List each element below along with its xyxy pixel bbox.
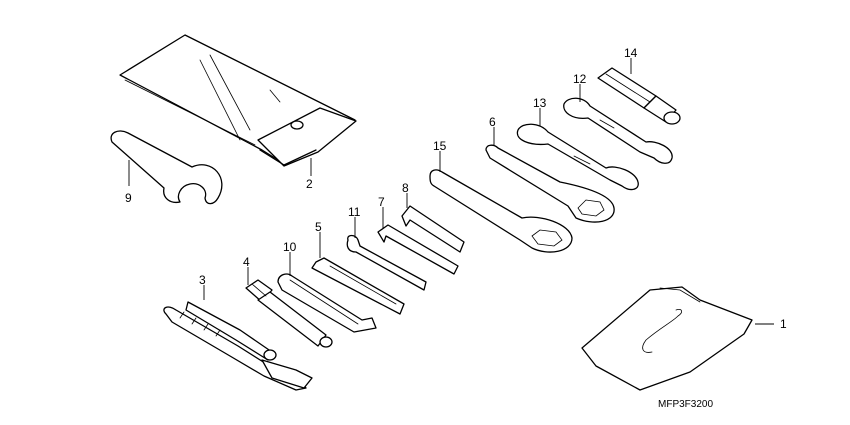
double-end-wrench-13 bbox=[516, 123, 639, 191]
callout-9: 9 bbox=[125, 191, 132, 205]
screwdriver-handle bbox=[597, 67, 681, 125]
callout-6: 6 bbox=[489, 115, 496, 129]
callout-1: 1 bbox=[780, 317, 787, 331]
callout-13: 13 bbox=[533, 96, 547, 110]
hex-key-8 bbox=[401, 205, 465, 253]
callout-4: 4 bbox=[243, 255, 250, 269]
screwdriver bbox=[311, 257, 405, 315]
hex-box-wrench bbox=[485, 144, 615, 223]
hex-key-7 bbox=[377, 224, 459, 275]
pin-spanner bbox=[110, 130, 223, 205]
callout-2: 2 bbox=[306, 177, 313, 191]
callout-12: 12 bbox=[573, 72, 587, 86]
callout-15: 15 bbox=[433, 139, 447, 153]
callout-5: 5 bbox=[315, 220, 322, 234]
double-end-wrench-12 bbox=[563, 97, 673, 164]
callout-8: 8 bbox=[402, 181, 409, 195]
callout-7: 7 bbox=[378, 195, 385, 209]
socket-wrench bbox=[245, 279, 333, 348]
callout-11: 11 bbox=[348, 205, 361, 219]
leader-lines bbox=[128, 58, 774, 325]
callout-3: 3 bbox=[199, 273, 206, 287]
diagram-code: MFP3F3200 bbox=[658, 399, 713, 410]
callout-10: 10 bbox=[283, 240, 297, 254]
callout-14: 14 bbox=[624, 46, 638, 60]
small-wrench bbox=[346, 234, 427, 291]
box-end-wrench bbox=[429, 169, 573, 253]
tool-bag bbox=[119, 34, 357, 167]
pouch bbox=[581, 286, 753, 391]
pliers bbox=[163, 301, 313, 391]
